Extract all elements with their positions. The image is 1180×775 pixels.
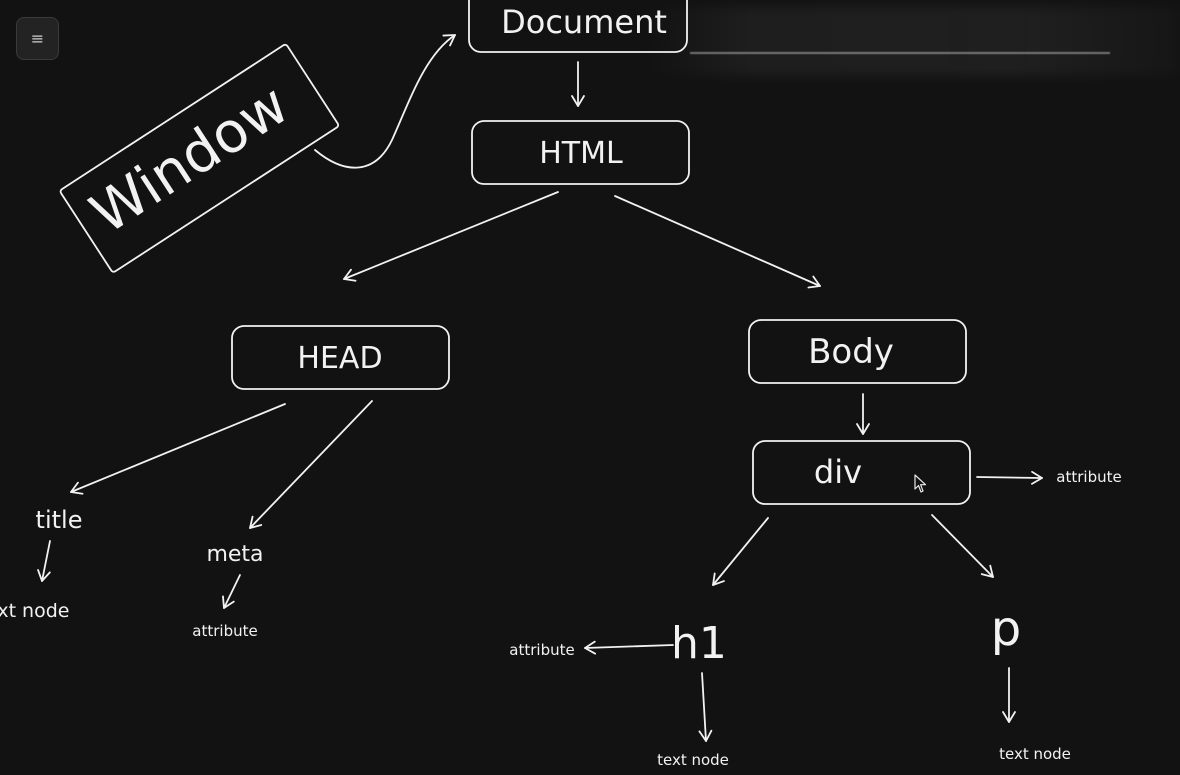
menu-button[interactable]: ≡ bbox=[16, 17, 59, 60]
h1-to-attribute-arrow bbox=[584, 640, 674, 655]
head-box bbox=[231, 325, 450, 390]
title-label: title bbox=[36, 506, 83, 534]
head-to-meta-arrow bbox=[249, 400, 373, 529]
html-to-head-arrow bbox=[343, 191, 559, 282]
html-to-body-arrow bbox=[614, 195, 821, 289]
title-to-text-arrow bbox=[37, 540, 51, 582]
document-label: Document bbox=[501, 3, 667, 41]
html-box bbox=[471, 120, 690, 185]
div-to-h1-arrow bbox=[712, 517, 769, 586]
h1-label: h1 bbox=[671, 618, 727, 669]
mouse-cursor-icon bbox=[914, 474, 927, 493]
body-label: Body bbox=[808, 332, 894, 372]
window-label: Window bbox=[79, 72, 300, 247]
title-text-node-label: text node bbox=[0, 600, 69, 622]
h1-text-node-label: text node bbox=[657, 751, 729, 769]
erased-stroke bbox=[690, 52, 1110, 54]
h1-to-text-arrow bbox=[698, 672, 713, 742]
window-box bbox=[59, 43, 340, 273]
div-to-p-arrow bbox=[931, 514, 994, 578]
head-label: HEAD bbox=[297, 341, 382, 376]
p-label: p bbox=[991, 601, 1021, 657]
hamburger-menu-icon: ≡ bbox=[30, 29, 45, 48]
meta-label: meta bbox=[206, 542, 263, 567]
head-to-title-arrow bbox=[70, 403, 286, 495]
p-text-node-label: text node bbox=[999, 745, 1071, 763]
meta-to-attribute-arrow bbox=[222, 574, 241, 609]
html-label: HTML bbox=[539, 136, 623, 171]
h1-attribute-label: attribute bbox=[509, 641, 574, 659]
div-attribute-label: attribute bbox=[1056, 468, 1121, 486]
div-to-attribute-arrow bbox=[976, 470, 1043, 485]
div-label: div bbox=[814, 453, 862, 491]
erased-smear bbox=[640, 6, 1180, 76]
window-to-document-arrow bbox=[314, 34, 456, 169]
div-box bbox=[752, 440, 971, 505]
body-box bbox=[748, 319, 967, 384]
meta-attribute-label: attribute bbox=[192, 622, 257, 640]
document-box bbox=[468, 0, 688, 53]
